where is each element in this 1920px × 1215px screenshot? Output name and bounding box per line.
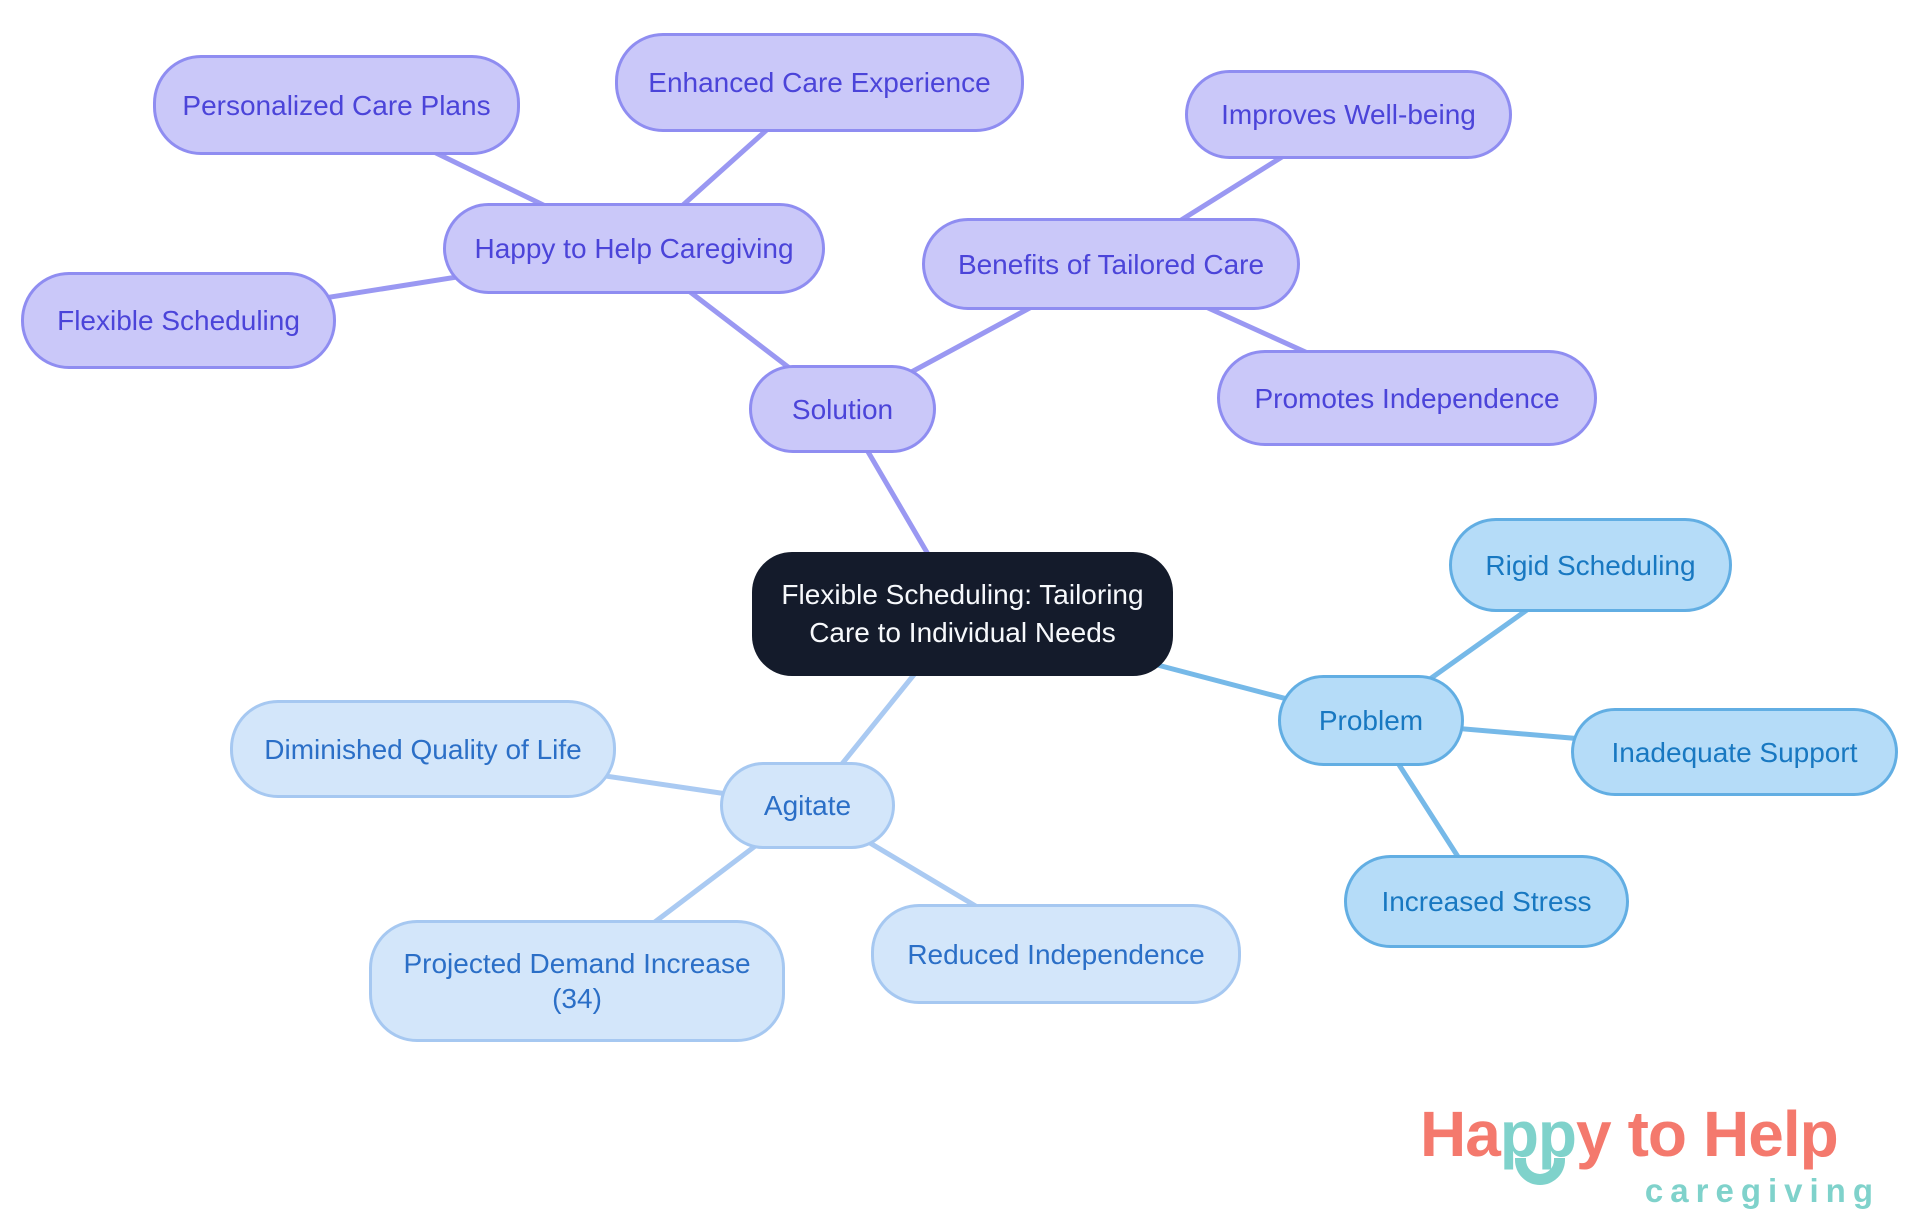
node-central-topic: Flexible Scheduling: Tailoring Care to I… — [752, 552, 1173, 676]
node-enhanced-care-experience: Enhanced Care Experience — [615, 33, 1024, 132]
node-happy-to-help-caregiving: Happy to Help Caregiving — [443, 203, 825, 294]
node-promotes-independence: Promotes Independence — [1217, 350, 1597, 446]
node-reduced-independence: Reduced Independence — [871, 904, 1241, 1004]
logo-text-ha: Ha — [1420, 1098, 1501, 1170]
logo-text-y: y — [1576, 1098, 1612, 1170]
node-improves-well-being: Improves Well-being — [1185, 70, 1512, 159]
node-agitate: Agitate — [720, 762, 895, 849]
logo-subtitle: caregiving — [1644, 1172, 1880, 1209]
node-flexible-scheduling: Flexible Scheduling — [21, 272, 336, 369]
node-increased-stress: Increased Stress — [1344, 855, 1629, 948]
node-benefits-of-tailored-care: Benefits of Tailored Care — [922, 218, 1300, 310]
logo-text-to: to — [1627, 1098, 1687, 1170]
node-inadequate-support: Inadequate Support — [1571, 708, 1898, 796]
node-rigid-scheduling: Rigid Scheduling — [1449, 518, 1732, 612]
node-problem: Problem — [1278, 675, 1464, 766]
node-personalized-care-plans: Personalized Care Plans — [153, 55, 520, 155]
logo-text-help: Help — [1703, 1098, 1839, 1170]
node-diminished-quality-of-life: Diminished Quality of Life — [230, 700, 616, 798]
logo-text-pp: pp — [1499, 1098, 1577, 1170]
logo-smile-icon — [1515, 1158, 1565, 1185]
node-projected-demand-increase: Projected Demand Increase (34) — [369, 920, 785, 1042]
node-solution: Solution — [749, 365, 936, 453]
